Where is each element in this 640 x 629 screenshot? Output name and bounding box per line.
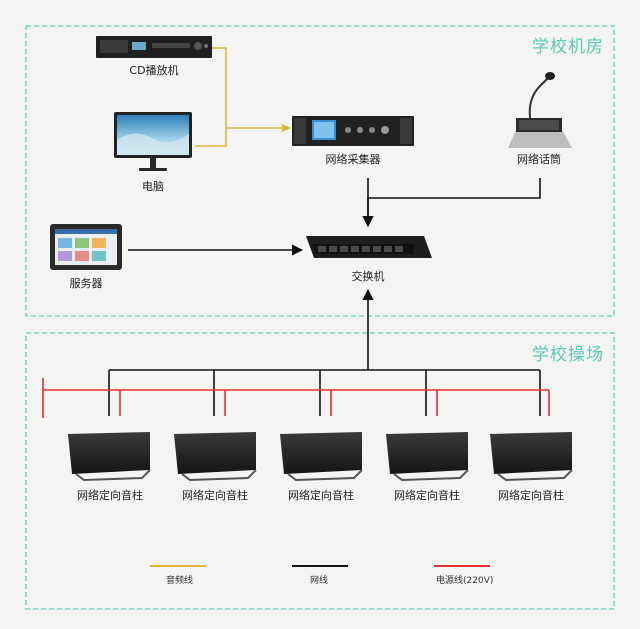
speaker-label-5: 网络定向音柱	[498, 489, 564, 502]
playground-label: 学校操场	[532, 345, 604, 365]
audio-arrow-head	[282, 124, 291, 132]
microphone-device	[508, 72, 572, 148]
collector-label: 网络采集器	[325, 153, 381, 166]
audio-lines	[195, 47, 290, 147]
speaker-label-4: 网络定向音柱	[394, 489, 460, 502]
speaker-label-1: 网络定向音柱	[77, 489, 143, 502]
machine-room-label: 学校机房	[532, 37, 604, 57]
collector-device	[292, 116, 414, 146]
cd-player-label: CD播放机	[129, 64, 179, 77]
speaker-device-2	[174, 432, 257, 482]
cd-player-device	[96, 36, 212, 58]
speaker-label-3: 网络定向音柱	[288, 489, 354, 502]
computer-label: 电脑	[142, 180, 164, 193]
switch-label: 交换机	[351, 270, 385, 283]
speaker-device-5	[490, 432, 573, 482]
legend-audio-label: 音频线	[166, 576, 194, 586]
machine-room-zone	[25, 25, 615, 317]
switch-device	[306, 236, 432, 258]
legend-network-label: 网线	[310, 576, 329, 586]
power-lines	[42, 378, 550, 418]
computer-device	[114, 112, 192, 171]
speaker-label-2: 网络定向音柱	[182, 489, 248, 502]
legend-power-label: 电源线(220V)	[436, 576, 494, 586]
server-label: 服务器	[69, 277, 103, 290]
network-lines	[108, 178, 541, 416]
microphone-label: 网络话筒	[517, 153, 561, 166]
speaker-device-3	[280, 432, 363, 482]
server-device	[50, 224, 122, 270]
speaker-device-1	[68, 432, 151, 482]
speaker-device-4	[386, 432, 469, 482]
